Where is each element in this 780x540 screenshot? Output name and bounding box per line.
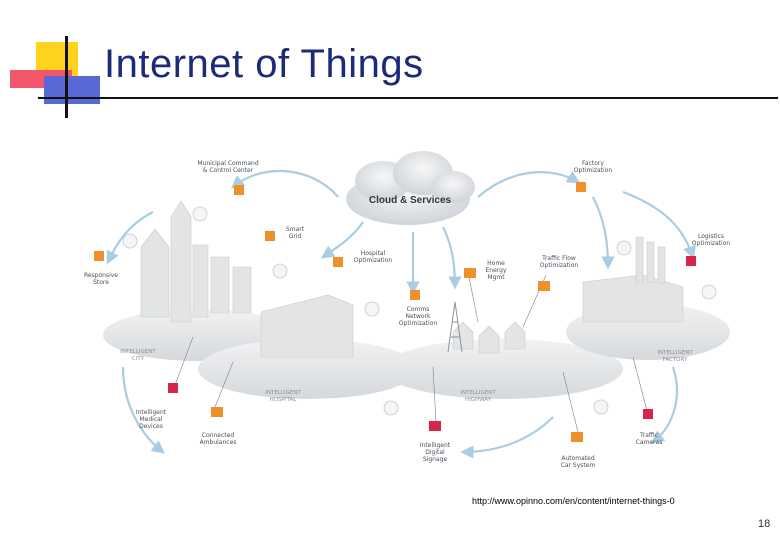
arrow-cloud-to-municipal <box>230 169 339 198</box>
house-2 <box>478 325 500 354</box>
camera-device-icon <box>643 409 653 419</box>
city-tower-3 <box>192 244 209 318</box>
cloud-hub: Cloud & Services <box>346 151 475 225</box>
sensor-nodes <box>122 206 717 416</box>
line-home-energy <box>467 271 479 323</box>
connection-arrows <box>106 169 696 459</box>
factory-chimney-1 <box>635 236 644 283</box>
ambulance-device-icon <box>211 407 223 417</box>
city-tower-2 <box>170 200 192 323</box>
sensor-1 <box>192 206 208 222</box>
source-url: http://www.opinno.com/en/content/interne… <box>472 496 675 506</box>
hospital-platform <box>198 339 418 399</box>
factory-chimney-2 <box>646 241 655 283</box>
arrow-cloud-to-hospital <box>320 221 364 259</box>
highway-platform <box>383 339 623 399</box>
device-cubes <box>94 182 696 442</box>
title-decoration-vertical-line <box>65 36 68 118</box>
comms-tower <box>447 301 463 353</box>
sensor-4 <box>364 301 380 317</box>
thin-connection-lines <box>174 271 649 433</box>
store-device-icon <box>94 251 104 261</box>
title-decoration-blue-bar <box>44 76 100 104</box>
line-ambulances <box>212 361 234 413</box>
slide-title: Internet of Things <box>104 42 424 86</box>
car-device-icon <box>571 432 583 442</box>
arrow-highway-to-signage <box>460 416 554 459</box>
hospital-device-icon <box>333 257 343 267</box>
city-tower-1 <box>140 228 170 318</box>
arrow-factory-to-cameras <box>650 366 678 444</box>
signage-device-icon <box>429 421 441 431</box>
house-3 <box>504 321 526 350</box>
medical-device-icon <box>168 383 178 393</box>
sensor-6 <box>701 284 717 300</box>
arrow-cloud-to-factory <box>477 170 581 198</box>
sensor-2 <box>122 233 138 249</box>
line-medical <box>174 336 194 386</box>
home-energy-device-icon <box>464 268 476 278</box>
cloud-label: Cloud & Services <box>369 195 452 206</box>
arrow-city-to-store <box>106 211 154 265</box>
sensor-3 <box>272 263 288 279</box>
iot-diagram: Cloud & Services <box>83 117 735 483</box>
buildings <box>140 200 684 358</box>
comms-device-icon <box>410 290 420 300</box>
traffic-flow-device-icon <box>538 281 550 291</box>
municipal-label: Municipal Command& Control Center <box>197 160 259 174</box>
hospital-building <box>260 294 354 358</box>
factory-chimney-3 <box>657 246 666 284</box>
smart-grid-device-icon <box>265 231 275 241</box>
slide-number: 18 <box>758 518 771 530</box>
line-signage <box>432 366 437 423</box>
arrow-factory-opt-to-plant <box>592 196 615 270</box>
node-labels: Municipal Command& Control Center Factor… <box>84 160 730 469</box>
title-underline <box>38 97 778 99</box>
city-tower-4 <box>210 256 230 314</box>
arrow-cloud-to-highway <box>442 226 462 290</box>
municipal-device-icon <box>234 185 244 195</box>
cloud-puff-right <box>431 171 475 203</box>
arrow-to-logistics <box>622 190 696 260</box>
line-traffic-cameras <box>632 356 649 416</box>
logistics-device-icon <box>686 256 696 266</box>
sensor-7 <box>383 400 399 416</box>
line-automated-car <box>562 371 579 433</box>
city-tower-5 <box>232 266 252 314</box>
arrow-city-to-medical <box>121 366 166 454</box>
house-1 <box>452 321 474 350</box>
sensor-8 <box>593 399 609 415</box>
sensor-5 <box>616 240 632 256</box>
factory-opt-device-icon <box>576 182 586 192</box>
